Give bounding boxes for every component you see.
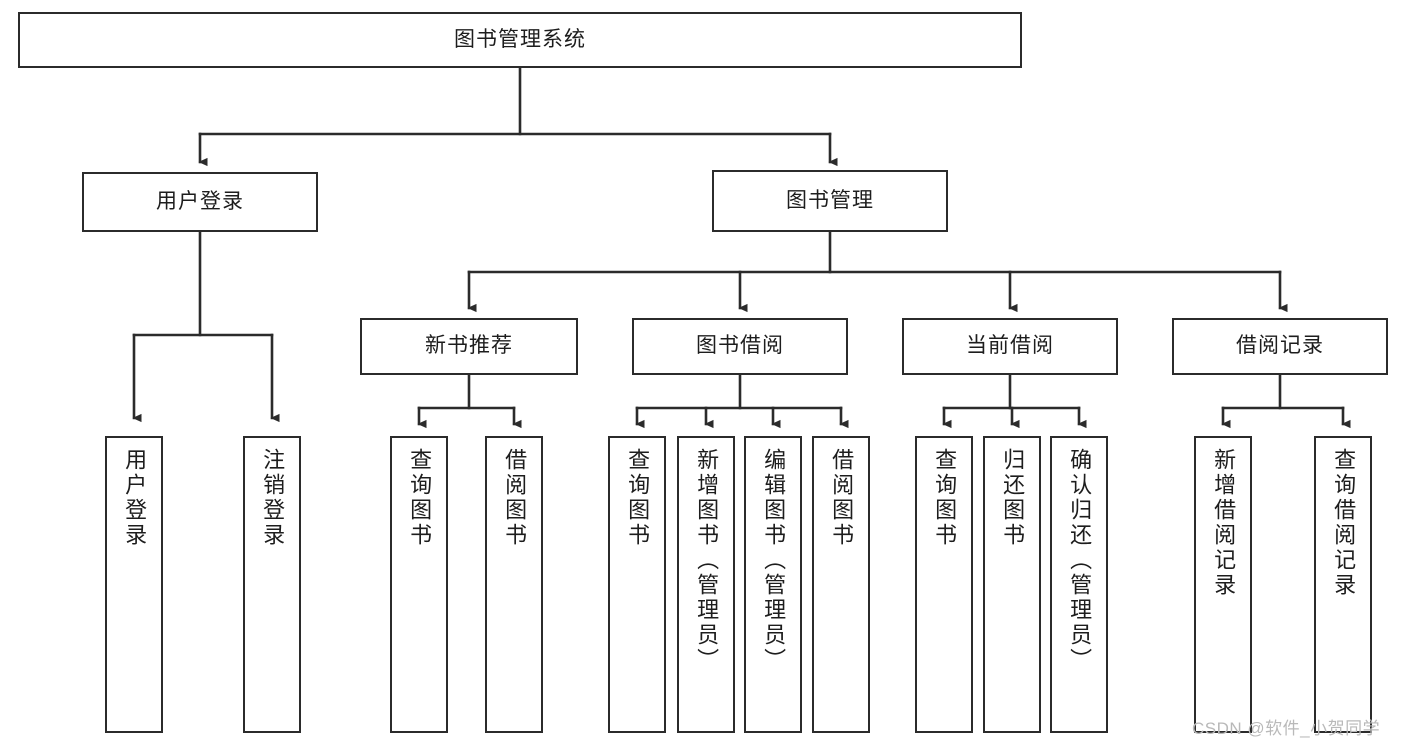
node-root-system[interactable]: 图书管理系统 bbox=[18, 12, 1022, 68]
node-label: 借阅图书 bbox=[829, 448, 855, 548]
leaf-new-book-borrow-book[interactable]: 借阅图书 bbox=[485, 436, 543, 733]
node-label: 图书借阅 bbox=[696, 334, 784, 358]
leaf-current-borrow-query-book[interactable]: 查询图书 bbox=[915, 436, 973, 733]
node-label: 借阅图书 bbox=[502, 448, 528, 548]
leaf-user-login-logout[interactable]: 注销登录 bbox=[243, 436, 301, 733]
node-label: 图书管理系统 bbox=[454, 27, 586, 51]
node-label: 查询图书 bbox=[407, 448, 433, 548]
node-label: 图书管理 bbox=[786, 188, 874, 212]
leaf-book-borrow-add-book-admin[interactable]: 新增图书（管理员） bbox=[677, 436, 735, 733]
node-label: 当前借阅 bbox=[966, 334, 1054, 358]
csdn-watermark: CSDN @软件_小贺同学 bbox=[1192, 719, 1381, 738]
node-label: 查询图书 bbox=[932, 448, 958, 548]
leaf-book-borrow-edit-book-admin[interactable]: 编辑图书（管理员） bbox=[744, 436, 802, 733]
node-label: 归还图书 bbox=[1000, 448, 1026, 548]
node-label: 用户登录 bbox=[156, 189, 244, 213]
leaf-book-borrow-query-book[interactable]: 查询图书 bbox=[608, 436, 666, 733]
node-label: 新增借阅记录 bbox=[1211, 448, 1237, 598]
node-label: 借阅记录 bbox=[1236, 334, 1324, 358]
node-current-borrow[interactable]: 当前借阅 bbox=[902, 318, 1118, 375]
leaf-current-borrow-confirm-return-admin[interactable]: 确认归还（管理员） bbox=[1050, 436, 1108, 733]
leaf-current-borrow-return-book[interactable]: 归还图书 bbox=[983, 436, 1041, 733]
node-book-management[interactable]: 图书管理 bbox=[712, 170, 948, 232]
node-new-book-recommend[interactable]: 新书推荐 bbox=[360, 318, 578, 375]
leaf-book-borrow-borrow-book[interactable]: 借阅图书 bbox=[812, 436, 870, 733]
node-label: 查询借阅记录 bbox=[1331, 448, 1357, 598]
leaf-borrow-record-query-record[interactable]: 查询借阅记录 bbox=[1314, 436, 1372, 733]
leaf-borrow-record-add-record[interactable]: 新增借阅记录 bbox=[1194, 436, 1252, 733]
node-label: 注销登录 bbox=[260, 448, 286, 548]
node-label: 确认归还（管理员） bbox=[1067, 448, 1093, 673]
node-user-login[interactable]: 用户登录 bbox=[82, 172, 318, 232]
node-label: 查询图书 bbox=[625, 448, 651, 548]
node-borrow-record[interactable]: 借阅记录 bbox=[1172, 318, 1388, 375]
node-label: 新增图书（管理员） bbox=[694, 448, 720, 673]
leaf-new-book-query-book[interactable]: 查询图书 bbox=[390, 436, 448, 733]
node-label: 新书推荐 bbox=[425, 334, 513, 358]
leaf-user-login-login[interactable]: 用户登录 bbox=[105, 436, 163, 733]
node-label: 编辑图书（管理员） bbox=[761, 448, 787, 673]
node-book-borrow[interactable]: 图书借阅 bbox=[632, 318, 848, 375]
node-label: 用户登录 bbox=[122, 448, 148, 548]
